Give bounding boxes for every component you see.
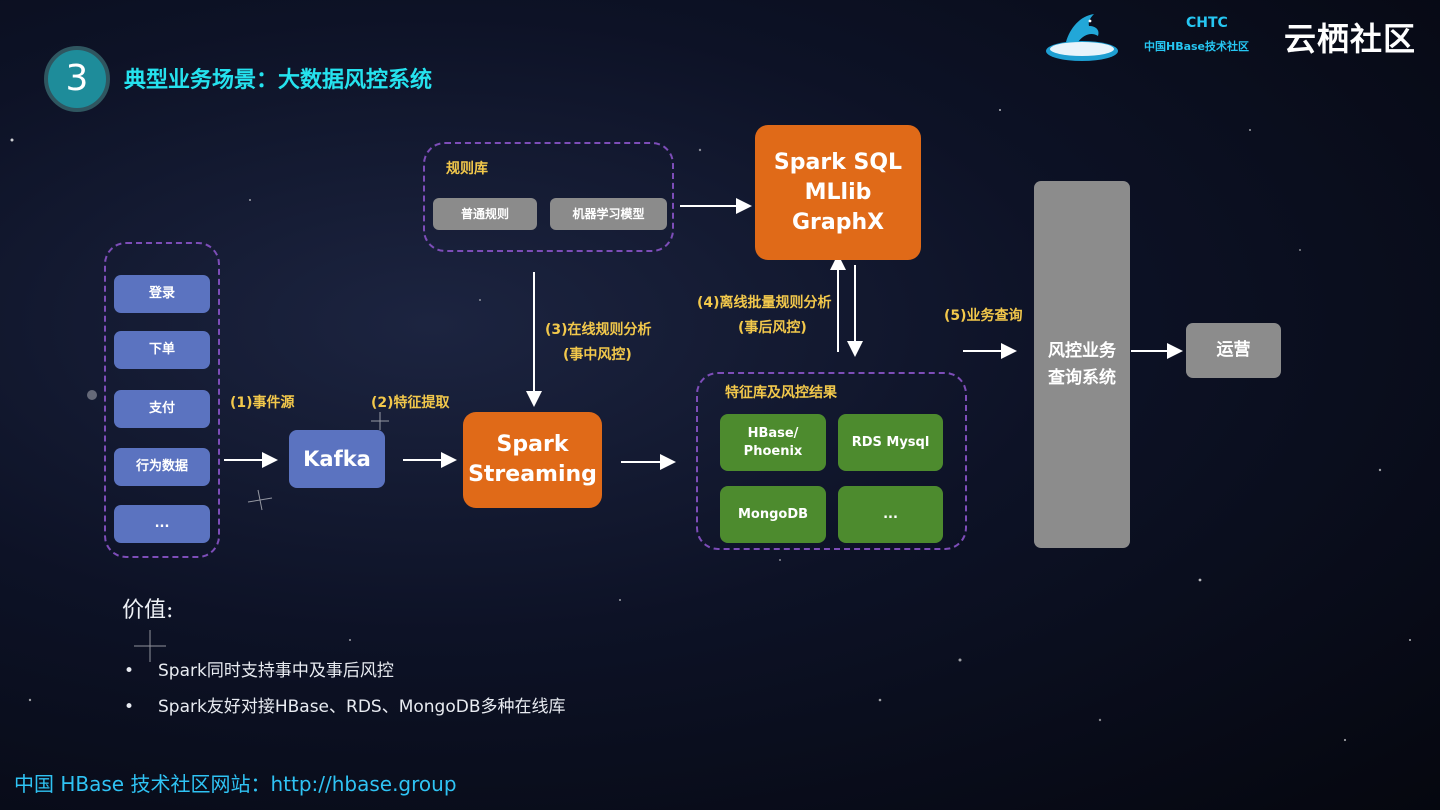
step-2-label: (2)特征提取 bbox=[371, 395, 450, 411]
rule-normal: 普通规则 bbox=[433, 198, 537, 230]
spark-sql-line2: MLlib bbox=[804, 179, 872, 205]
spark-streaming-line1: Spark bbox=[496, 432, 569, 457]
hbase-line2: Phoenix bbox=[743, 443, 803, 459]
more-db-box: ... bbox=[838, 486, 943, 543]
operations-box: 运营 bbox=[1186, 323, 1281, 378]
dolphin-logo-icon bbox=[1046, 14, 1118, 61]
brand-subtitle: 中国HBase技术社区 bbox=[1144, 40, 1250, 53]
rules-group bbox=[423, 142, 674, 252]
step-4-label-line1: (4)离线批量规则分析 bbox=[697, 295, 832, 311]
step-4-label-line2: (事后风控) bbox=[738, 320, 807, 336]
kafka-box: Kafka bbox=[289, 430, 385, 488]
value-bullet-2-text: Spark友好对接HBase、RDS、MongoDB多种在线库 bbox=[158, 697, 566, 717]
event-behavior-data: 行为数据 bbox=[114, 448, 210, 486]
value-bullet-1: • Spark同时支持事中及事后风控 bbox=[124, 656, 394, 681]
event-source-group bbox=[104, 242, 220, 558]
feature-store-group bbox=[696, 372, 967, 550]
footer-website[interactable]: 中国 HBase 技术社区网站：http://hbase.group bbox=[14, 772, 457, 796]
spark-sql-line1: Spark SQL bbox=[773, 149, 903, 175]
step-3-label-line1: (3)在线规则分析 bbox=[545, 322, 652, 338]
rules-label: 规则库 bbox=[446, 161, 488, 177]
spark-sql-line3: GraphX bbox=[791, 209, 885, 235]
step-5-label: (5)业务查询 bbox=[944, 308, 1023, 324]
event-payment: 支付 bbox=[114, 390, 210, 428]
step-1-label: (1)事件源 bbox=[230, 395, 295, 411]
mongodb-box: MongoDB bbox=[720, 486, 826, 543]
value-heading: 价值: bbox=[122, 598, 174, 623]
bullet-dot-icon: • bbox=[124, 697, 135, 717]
query-system-line1: 风控业务 bbox=[1048, 340, 1116, 361]
hbase-phoenix-box: HBase/ Phoenix bbox=[720, 414, 826, 471]
hbase-line1: HBase/ bbox=[747, 425, 799, 441]
section-number-badge: 3 bbox=[44, 46, 110, 112]
event-order: 下单 bbox=[114, 331, 210, 369]
spark-streaming-box: Spark Streaming bbox=[463, 412, 602, 508]
feature-store-label: 特征库及风控结果 bbox=[725, 385, 837, 401]
value-bullet-2: • Spark友好对接HBase、RDS、MongoDB多种在线库 bbox=[124, 692, 566, 717]
value-bullet-1-text: Spark同时支持事中及事后风控 bbox=[158, 661, 394, 681]
event-more: ... bbox=[114, 505, 210, 543]
spark-sql-box: Spark SQL MLlib GraphX bbox=[755, 125, 921, 260]
risk-query-system-box: 风控业务 查询系统 bbox=[1034, 181, 1130, 548]
community-logo: 云栖社区 bbox=[1284, 20, 1417, 58]
page-title: 典型业务场景：大数据风控系统 bbox=[124, 68, 433, 93]
rule-ml-model: 机器学习模型 bbox=[550, 198, 667, 230]
brand-name: CHTC bbox=[1186, 15, 1228, 31]
step-3-label-line2: (事中风控) bbox=[563, 347, 632, 363]
bullet-dot-icon: • bbox=[124, 661, 135, 681]
rds-mysql-box: RDS Mysql bbox=[838, 414, 943, 471]
spark-streaming-line2: Streaming bbox=[468, 462, 597, 487]
event-login: 登录 bbox=[114, 275, 210, 313]
query-system-line2: 查询系统 bbox=[1048, 367, 1116, 388]
